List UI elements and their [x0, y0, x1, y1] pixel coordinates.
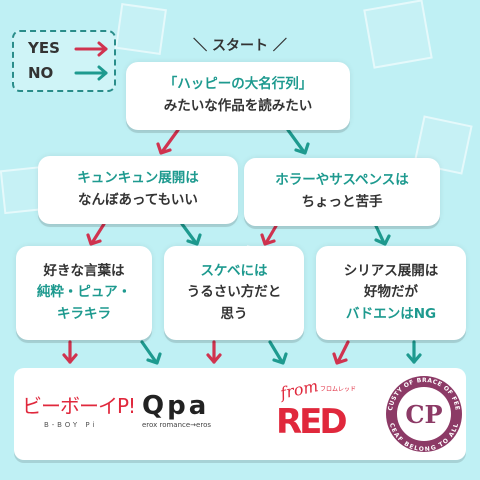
legend-yes-label: YES	[28, 39, 60, 57]
legend-no-label: NO	[28, 64, 54, 82]
yes-arrow	[206, 340, 222, 364]
yes-arrow	[86, 222, 106, 246]
question-pure-line1: 好きな言葉は	[43, 262, 125, 279]
question-sukebe-line2: うるさい方だと	[186, 284, 282, 301]
no-arrow	[180, 222, 202, 246]
question-horror-line1: ホラーやサスペンスは	[275, 172, 409, 189]
label-logos-panel: ビーボーイP! B-BOY Pi Qpa erox romance→eros f…	[14, 368, 466, 460]
logo-bboypi-sub: B-BOY Pi	[44, 421, 98, 429]
question-sukebe: スケベには うるさい方だと 思う	[164, 246, 304, 340]
yes-arrow	[260, 224, 278, 246]
start-label: ＼ スタート ／	[193, 38, 287, 54]
logo-cp-text: CP	[405, 400, 442, 429]
question-root-line2: みたいな作品を読みたい	[163, 98, 313, 114]
logo-bboypi[interactable]: ビーボーイP! B-BOY Pi	[22, 390, 136, 440]
logo-red-small: フロムレッド	[320, 386, 357, 393]
question-root: 「ハッピーの大名行列」 みたいな作品を読みたい	[126, 62, 350, 130]
legend-arrows	[74, 41, 108, 81]
question-serious: シリアス展開は 好物だが バドエンはNG	[316, 246, 466, 340]
question-horror-line2: ちょっと苦手	[301, 194, 383, 210]
yes-arrow	[332, 340, 350, 365]
question-pure-line3: キラキラ	[57, 305, 111, 322]
yes-arrow	[62, 340, 78, 364]
logo-qpa-text: Qpa	[142, 391, 210, 421]
logo-cp[interactable]: CUSTY OF BRACE OF FEE CEAF BELONG TO ALL…	[384, 374, 464, 454]
yes-arrow-icon	[74, 41, 108, 57]
no-arrow	[268, 340, 288, 365]
question-pure: 好きな言葉は 純粋・ピュア・ キラキラ	[16, 246, 152, 340]
question-sukebe-line1: スケベには	[200, 262, 268, 279]
question-pure-line2: 純粋・ピュア・	[36, 284, 132, 301]
question-kyun-line2: なんぼあってもいい	[78, 192, 198, 208]
question-sukebe-line3: 思う	[220, 305, 248, 322]
no-arrow-icon	[74, 65, 108, 81]
logo-qpa[interactable]: Qpa erox romance→eros	[142, 392, 246, 442]
logo-cp-emblem: CUSTY OF BRACE OF FEE CEAF BELONG TO ALL…	[386, 376, 462, 453]
question-serious-line1: シリアス展開は	[343, 262, 439, 279]
no-arrow	[406, 340, 422, 364]
question-serious-line2: 好物だが	[364, 284, 418, 301]
logo-from-red[interactable]: from フロムレッド RED	[268, 376, 364, 452]
no-arrow	[286, 128, 310, 155]
logo-red-from: from	[278, 376, 320, 403]
question-root-line1: 「ハッピーの大名行列」	[163, 76, 313, 93]
no-arrow	[374, 224, 391, 246]
legend: YES NO	[12, 30, 116, 92]
no-arrow	[140, 340, 162, 365]
question-kyun: キュンキュン展開は なんぼあってもいい	[38, 156, 238, 224]
logo-qpa-sub: erox romance→eros	[142, 421, 211, 429]
question-serious-line3: バドエンはNG	[345, 305, 437, 322]
logo-bboypi-text: ビーボーイP!	[22, 394, 136, 418]
logo-red-main: RED	[276, 402, 348, 442]
yes-arrow	[156, 128, 180, 155]
question-horror: ホラーやサスペンスは ちょっと苦手	[244, 158, 440, 226]
question-kyun-line1: キュンキュン展開は	[77, 170, 199, 187]
